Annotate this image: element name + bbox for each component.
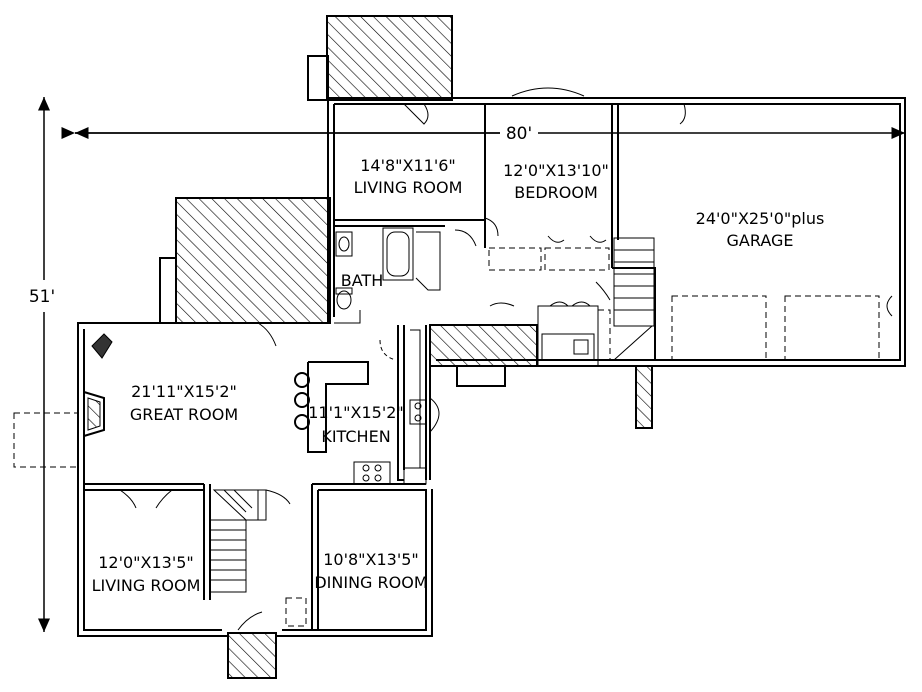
room-kitchen: 11'1"X15'2" KITCHEN bbox=[308, 403, 404, 446]
bath-name: BATH bbox=[341, 271, 383, 290]
dining-room-name: DINING ROOM bbox=[314, 573, 427, 592]
patio-steps bbox=[159, 257, 176, 324]
rear-deck-steps bbox=[307, 55, 329, 101]
width-dimension-line: 80' bbox=[61, 124, 905, 144]
room-great-room: 21'11"X15'2" GREAT ROOM bbox=[130, 382, 238, 424]
living-room-top-size: 14'8"X11'6" bbox=[360, 156, 456, 175]
great-room-name: GREAT ROOM bbox=[130, 405, 238, 424]
garage-stairs bbox=[613, 237, 655, 361]
width-dimension-label: 80' bbox=[506, 124, 532, 144]
garage-wall-post bbox=[635, 365, 653, 429]
kitchen-name: KITCHEN bbox=[321, 427, 390, 446]
rear-deck bbox=[326, 15, 453, 101]
bath-fixtures bbox=[335, 227, 441, 310]
dining-room-size: 10'8"X13'5" bbox=[323, 550, 419, 569]
exterior-walls bbox=[77, 97, 906, 637]
bedroom-size: 12'0"X13'10" bbox=[503, 161, 609, 180]
great-room-size: 21'11"X15'2" bbox=[131, 382, 237, 401]
room-living-room-top: 14'8"X11'6" LIVING ROOM bbox=[354, 156, 463, 197]
front-stoop bbox=[227, 632, 277, 679]
room-dining-room: 10'8"X13'5" DINING ROOM bbox=[314, 550, 427, 592]
bedroom-name: BEDROOM bbox=[514, 183, 598, 202]
garage-name: GARAGE bbox=[727, 231, 794, 250]
kitchen-island bbox=[294, 361, 369, 453]
room-bath: BATH bbox=[341, 271, 383, 290]
room-bedroom: 12'0"X13'10" BEDROOM bbox=[503, 161, 609, 202]
living-room-bottom-size: 12'0"X13'5" bbox=[98, 553, 194, 572]
side-porch-step bbox=[456, 365, 506, 387]
fireplaces bbox=[13, 333, 113, 468]
height-dimension-line: 51' bbox=[29, 97, 55, 632]
living-room-top-name: LIVING ROOM bbox=[354, 178, 463, 197]
garage-door-right bbox=[784, 295, 880, 361]
garage-size: 24'0"X25'0"plus bbox=[696, 209, 825, 228]
kitchen-size: 11'1"X15'2" bbox=[308, 403, 404, 422]
height-dimension-label: 51' bbox=[29, 287, 55, 307]
living-room-bottom-name: LIVING ROOM bbox=[92, 576, 201, 595]
main-stairs bbox=[209, 489, 267, 593]
room-garage: 24'0"X25'0"plus GARAGE bbox=[696, 209, 825, 250]
rear-patio bbox=[175, 197, 331, 324]
kitchen-counter bbox=[353, 329, 440, 485]
garage-door-left bbox=[671, 295, 767, 361]
doors bbox=[119, 87, 893, 631]
room-living-room-bottom: 12'0"X13'5" LIVING ROOM bbox=[92, 553, 201, 595]
